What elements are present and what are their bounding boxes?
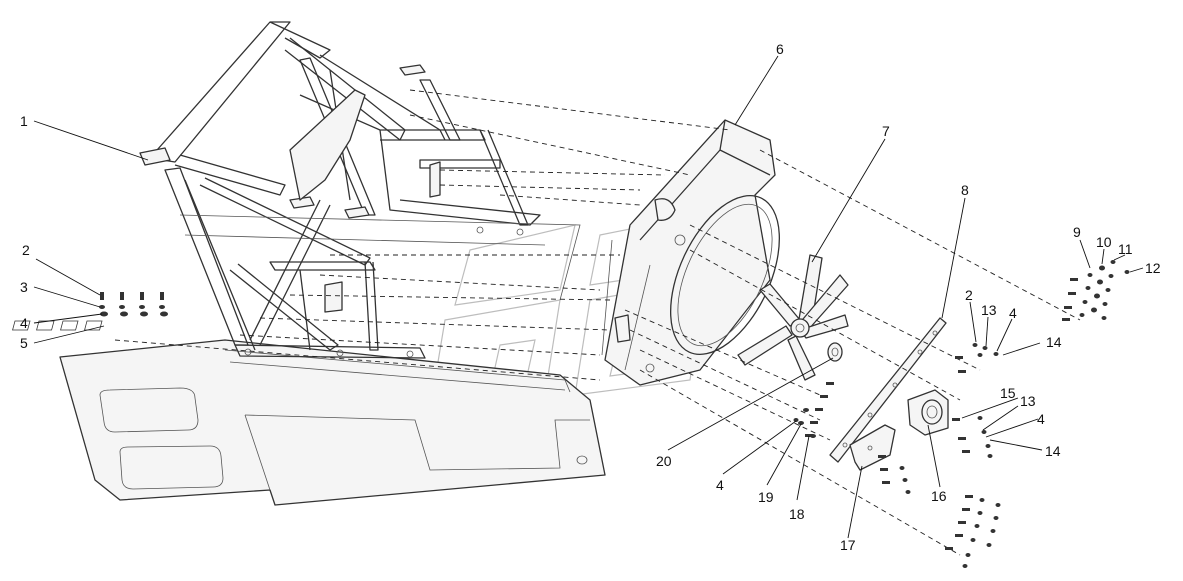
fasteners-center (793, 382, 911, 494)
callout-19: 19 (758, 489, 774, 505)
callout-labels: 1 2 3 4 5 6 7 8 9 10 11 12 2 13 4 14 15 … (20, 41, 1161, 553)
callout-13-upper: 13 (981, 302, 997, 318)
callout-4-lower: 4 (1037, 411, 1045, 427)
callout-12: 12 (1145, 260, 1161, 276)
side-panel (59, 339, 606, 506)
callout-11: 11 (1118, 241, 1133, 257)
callout-5: 5 (20, 335, 28, 351)
callout-20: 20 (656, 453, 672, 469)
assembly-lines (114, 89, 1081, 556)
fan-spacer (827, 342, 843, 362)
callout-16: 16 (931, 488, 947, 504)
callout-4-bottom: 4 (716, 477, 724, 493)
callout-7: 7 (882, 123, 890, 139)
callout-14-upper: 14 (1046, 334, 1062, 350)
callout-2-right: 2 (965, 287, 973, 303)
fan-blade-assembly (737, 254, 849, 381)
fasteners-right-upper (1062, 260, 1130, 321)
leader-lines (33, 55, 1144, 539)
callout-14-lower: 14 (1045, 443, 1061, 459)
callout-15: 15 (1000, 385, 1016, 401)
callout-13-lower: 13 (1020, 393, 1036, 409)
callout-4-upper: 4 (1009, 305, 1017, 321)
callout-17: 17 (840, 537, 856, 553)
pump-unit (907, 389, 949, 436)
callout-4: 4 (20, 315, 28, 331)
callout-8: 8 (961, 182, 969, 198)
frame-assembly (139, 21, 581, 359)
fasteners-right-middle (952, 343, 999, 458)
callout-2: 2 (22, 242, 30, 258)
callout-1: 1 (20, 113, 28, 129)
callout-6: 6 (776, 41, 784, 57)
callout-3: 3 (20, 279, 28, 295)
mounting-bar (829, 317, 947, 463)
bracket (849, 424, 896, 471)
callout-10: 10 (1096, 234, 1112, 250)
fasteners-right-lower (945, 495, 1001, 568)
callout-9: 9 (1073, 224, 1081, 240)
callout-18: 18 (789, 506, 805, 522)
fasteners-left (12, 292, 168, 331)
radiator-assembly (601, 119, 780, 386)
